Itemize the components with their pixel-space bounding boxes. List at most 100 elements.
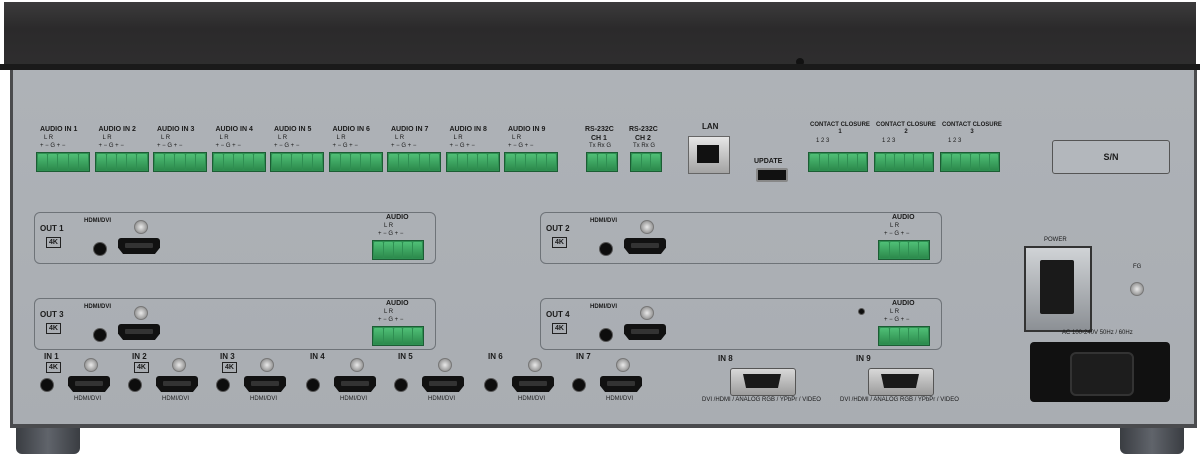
terminal-pin [516,154,526,170]
input-hdmi-port[interactable] [334,376,376,392]
output-audio-pins: + − G + − [378,231,404,237]
ac-power-inlet[interactable] [1030,342,1170,402]
power-switch[interactable] [1024,246,1092,332]
input-dvi-port[interactable] [730,368,796,396]
output-audio-terminal[interactable] [372,326,424,346]
terminal-pin [919,242,928,258]
input-dvi-label: DVI /HDMI / ANALOG RGB / YPbPr / VIDEO [702,397,821,403]
terminal-pin [829,154,838,170]
rs232-pins: Tx Rx G [589,143,611,149]
input-port-label: HDMI/DVI [606,396,633,402]
contact-closure-terminal[interactable] [874,152,934,172]
output-hdmi-port[interactable] [624,324,666,340]
audio-pin-label: + − G + − [215,143,241,149]
rs232-terminal[interactable] [586,152,618,172]
audio-input-terminal[interactable] [387,152,441,172]
terminal-pin [68,154,78,170]
power-label: POWER [1044,237,1067,243]
audio-input-terminal[interactable] [328,152,383,172]
audio-lr-label: L R [278,135,288,141]
output-hdmi-port[interactable] [118,324,160,340]
terminal-pin [848,154,857,170]
input-hdmi-port[interactable] [422,376,464,392]
terminal-pin [909,242,919,258]
serial-number-plate: S/N [1052,140,1170,174]
input-jack[interactable] [394,378,408,392]
audio-pin-label: + − G + − [40,143,66,149]
chassis-top-edge [0,64,1200,70]
terminal-pin [116,154,127,170]
input-hdmi-port[interactable] [68,376,110,392]
terminal-pin [409,154,419,170]
input-jack[interactable] [216,378,230,392]
output-audio-terminal[interactable] [878,240,930,260]
output-audio-lr: L R [384,223,394,229]
terminal-pin [403,328,413,344]
terminal-pin [393,328,403,344]
terminal-pin [889,242,899,258]
output-hdmi-port[interactable] [624,238,666,254]
audio-input-terminal[interactable] [211,152,266,172]
input-jack[interactable] [572,378,586,392]
output-audio-label: AUDIO [892,300,915,307]
input-label: IN 4 [310,352,325,361]
contact-closure-label: CONTACT CLOSURE 3 [942,122,1002,135]
terminal-pin [350,154,361,170]
output-jack[interactable] [599,242,613,256]
output-4k-badge: 4K [552,237,567,248]
input-4k-badge: 4K [134,362,149,373]
terminal-pin [282,154,292,170]
terminal-pin [292,154,302,170]
input-dvi-port[interactable] [868,368,934,396]
input-hdmi-port[interactable] [512,376,554,392]
contact-closure-label: CONTACT CLOSURE 2 [876,122,936,135]
audio-pin-label: + − G + − [391,143,417,149]
audio-input-terminal[interactable] [153,152,207,172]
rs232-terminal[interactable] [630,152,662,172]
input-hdmi-port[interactable] [156,376,198,392]
ground-screw-icon [1130,282,1144,296]
output-4k-badge: 4K [46,323,61,334]
audio-input-terminal[interactable] [94,152,149,172]
input-hdmi-port[interactable] [244,376,286,392]
audio-input-label: AUDIO IN 6 [332,126,370,133]
rs232-title: RS-232C [629,126,658,133]
terminal-pin [880,328,889,344]
rs232-title: RS-232C [585,126,614,133]
output-audio-terminal[interactable] [372,240,424,260]
lan-port[interactable] [688,136,730,174]
audio-input-label: AUDIO IN 2 [98,126,136,133]
output-hdmi-port[interactable] [118,238,160,254]
audio-input-label: AUDIO IN 1 [40,126,78,133]
input-dvi-label: DVI /HDMI / ANALOG RGB / YPbPr / VIDEO [840,397,959,403]
output-jack[interactable] [599,328,613,342]
terminal-pin [970,154,979,170]
input-port-label: HDMI/DVI [74,396,101,402]
contact-closure-label: CONTACT CLOSURE 1 [810,122,870,135]
output-jack[interactable] [93,242,107,256]
audio-input-terminal[interactable] [270,152,324,172]
output-audio-lr: L R [384,309,394,315]
terminal-pin [651,154,661,170]
update-port[interactable] [756,168,788,182]
audio-lr-label: L R [395,135,405,141]
input-jack[interactable] [40,378,54,392]
terminal-pin [330,154,340,170]
input-jack[interactable] [484,378,498,392]
audio-input-terminal[interactable] [36,152,90,172]
terminal-pin [127,154,137,170]
terminal-pin [393,242,403,258]
input-jack[interactable] [128,378,142,392]
contact-closure-terminal[interactable] [940,152,1000,172]
audio-input-terminal[interactable] [504,152,558,172]
terminal-pin [536,154,546,170]
output-audio-terminal[interactable] [878,326,930,346]
input-hdmi-port[interactable] [600,376,642,392]
terminal-pin [899,328,909,344]
input-4k-badge: 4K [46,362,61,373]
input-jack[interactable] [306,378,320,392]
output-jack[interactable] [93,328,107,342]
audio-input-terminal[interactable] [445,152,500,172]
input-screw-icon [172,358,186,372]
contact-closure-terminal[interactable] [808,152,868,172]
